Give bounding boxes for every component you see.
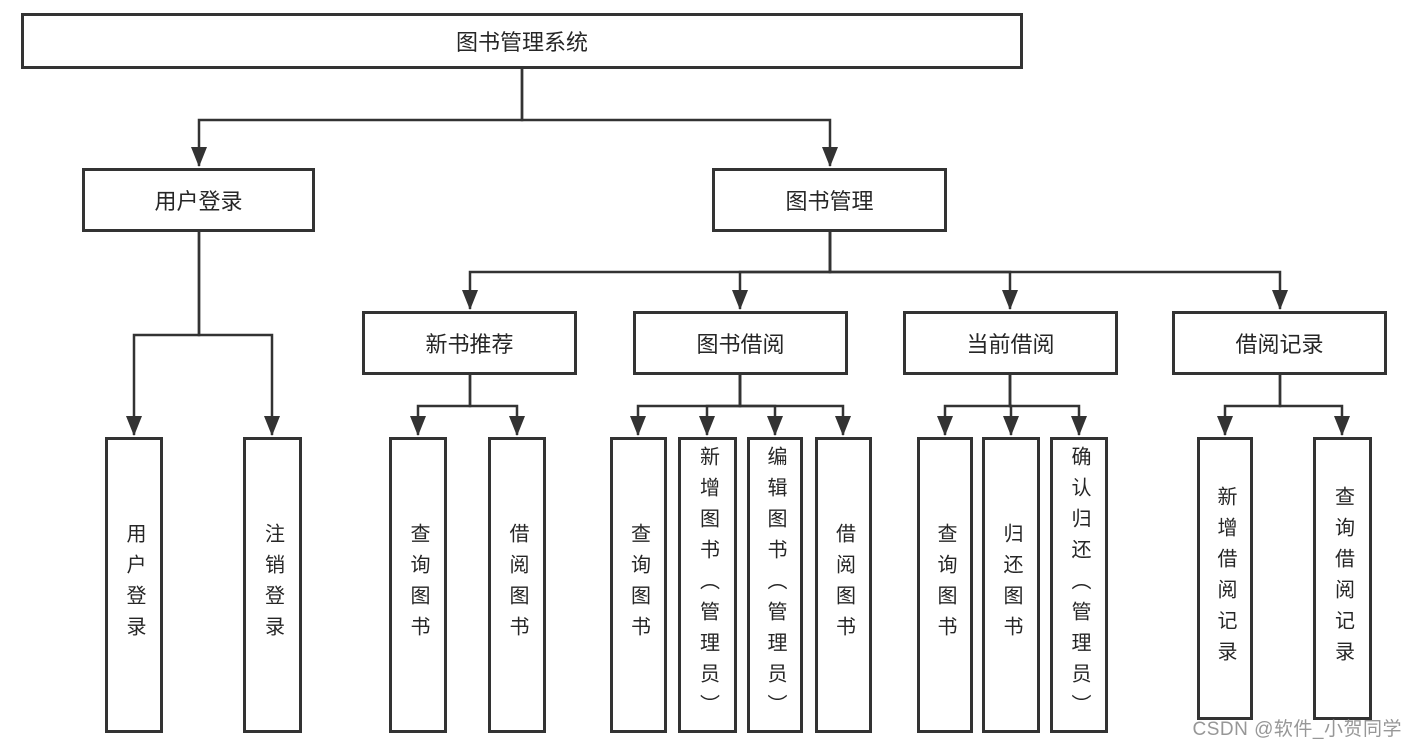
leaf-return-book: 归还图书 <box>982 437 1040 733</box>
node-borrowing-records: 借阅记录 <box>1172 311 1387 375</box>
leaf-query-books-current: 查询图书 <box>917 437 973 733</box>
leaf-add-borrow-record: 新增借阅记录 <box>1197 437 1253 720</box>
node-new-book-recommend: 新书推荐 <box>362 311 577 375</box>
node-root-label: 图书管理系统 <box>455 30 588 55</box>
leaf-confirm-return-admin: 确认归还（管理员） <box>1050 437 1108 733</box>
leaf-user-login-label: 用户登录 <box>123 523 145 647</box>
leaf-query-books-current-label: 查询图书 <box>934 523 956 647</box>
leaf-add-book-admin: 新增图书（管理员） <box>678 437 737 733</box>
leaf-add-book-admin-label: 新增图书（管理员） <box>696 445 719 725</box>
leaf-borrow-books-borrowing: 借阅图书 <box>815 437 872 733</box>
node-new-book-recommend-label: 新书推荐 <box>425 332 514 357</box>
leaf-user-login: 用户登录 <box>105 437 163 733</box>
leaf-logout-login: 注销登录 <box>243 437 302 733</box>
leaf-borrow-books-recommend-label: 借阅图书 <box>506 523 528 647</box>
leaf-borrow-books-recommend: 借阅图书 <box>488 437 546 733</box>
leaf-return-book-label: 归还图书 <box>1000 523 1022 647</box>
node-user-login-label: 用户登录 <box>154 189 243 214</box>
leaf-logout-login-label: 注销登录 <box>261 523 284 647</box>
leaf-edit-book-admin: 编辑图书（管理员） <box>747 437 803 733</box>
leaf-edit-book-admin-label: 编辑图书（管理员） <box>764 445 786 725</box>
leaf-query-books-borrowing-label: 查询图书 <box>627 523 650 647</box>
node-borrowing-records-label: 借阅记录 <box>1235 332 1324 357</box>
leaf-borrow-books-borrowing-label: 借阅图书 <box>832 523 855 647</box>
node-root: 图书管理系统 <box>21 13 1023 69</box>
leaf-query-books-recommend: 查询图书 <box>389 437 447 733</box>
node-book-management-label: 图书管理 <box>785 189 874 214</box>
node-book-management: 图书管理 <box>712 168 947 232</box>
watermark-text: CSDN @软件_小贺同学 <box>1192 719 1402 740</box>
node-book-borrowing: 图书借阅 <box>633 311 848 375</box>
leaf-query-books-borrowing: 查询图书 <box>610 437 667 733</box>
leaf-add-borrow-record-label: 新增借阅记录 <box>1214 485 1236 672</box>
node-user-login: 用户登录 <box>82 168 315 232</box>
leaf-confirm-return-admin-label: 确认归还（管理员） <box>1068 445 1090 725</box>
leaf-query-borrow-record-label: 查询借阅记录 <box>1331 485 1354 672</box>
leaf-query-books-recommend-label: 查询图书 <box>407 523 429 647</box>
leaf-query-borrow-record: 查询借阅记录 <box>1313 437 1372 720</box>
node-current-borrowing-label: 当前借阅 <box>966 332 1055 357</box>
node-current-borrowing: 当前借阅 <box>903 311 1118 375</box>
node-book-borrowing-label: 图书借阅 <box>696 332 785 357</box>
